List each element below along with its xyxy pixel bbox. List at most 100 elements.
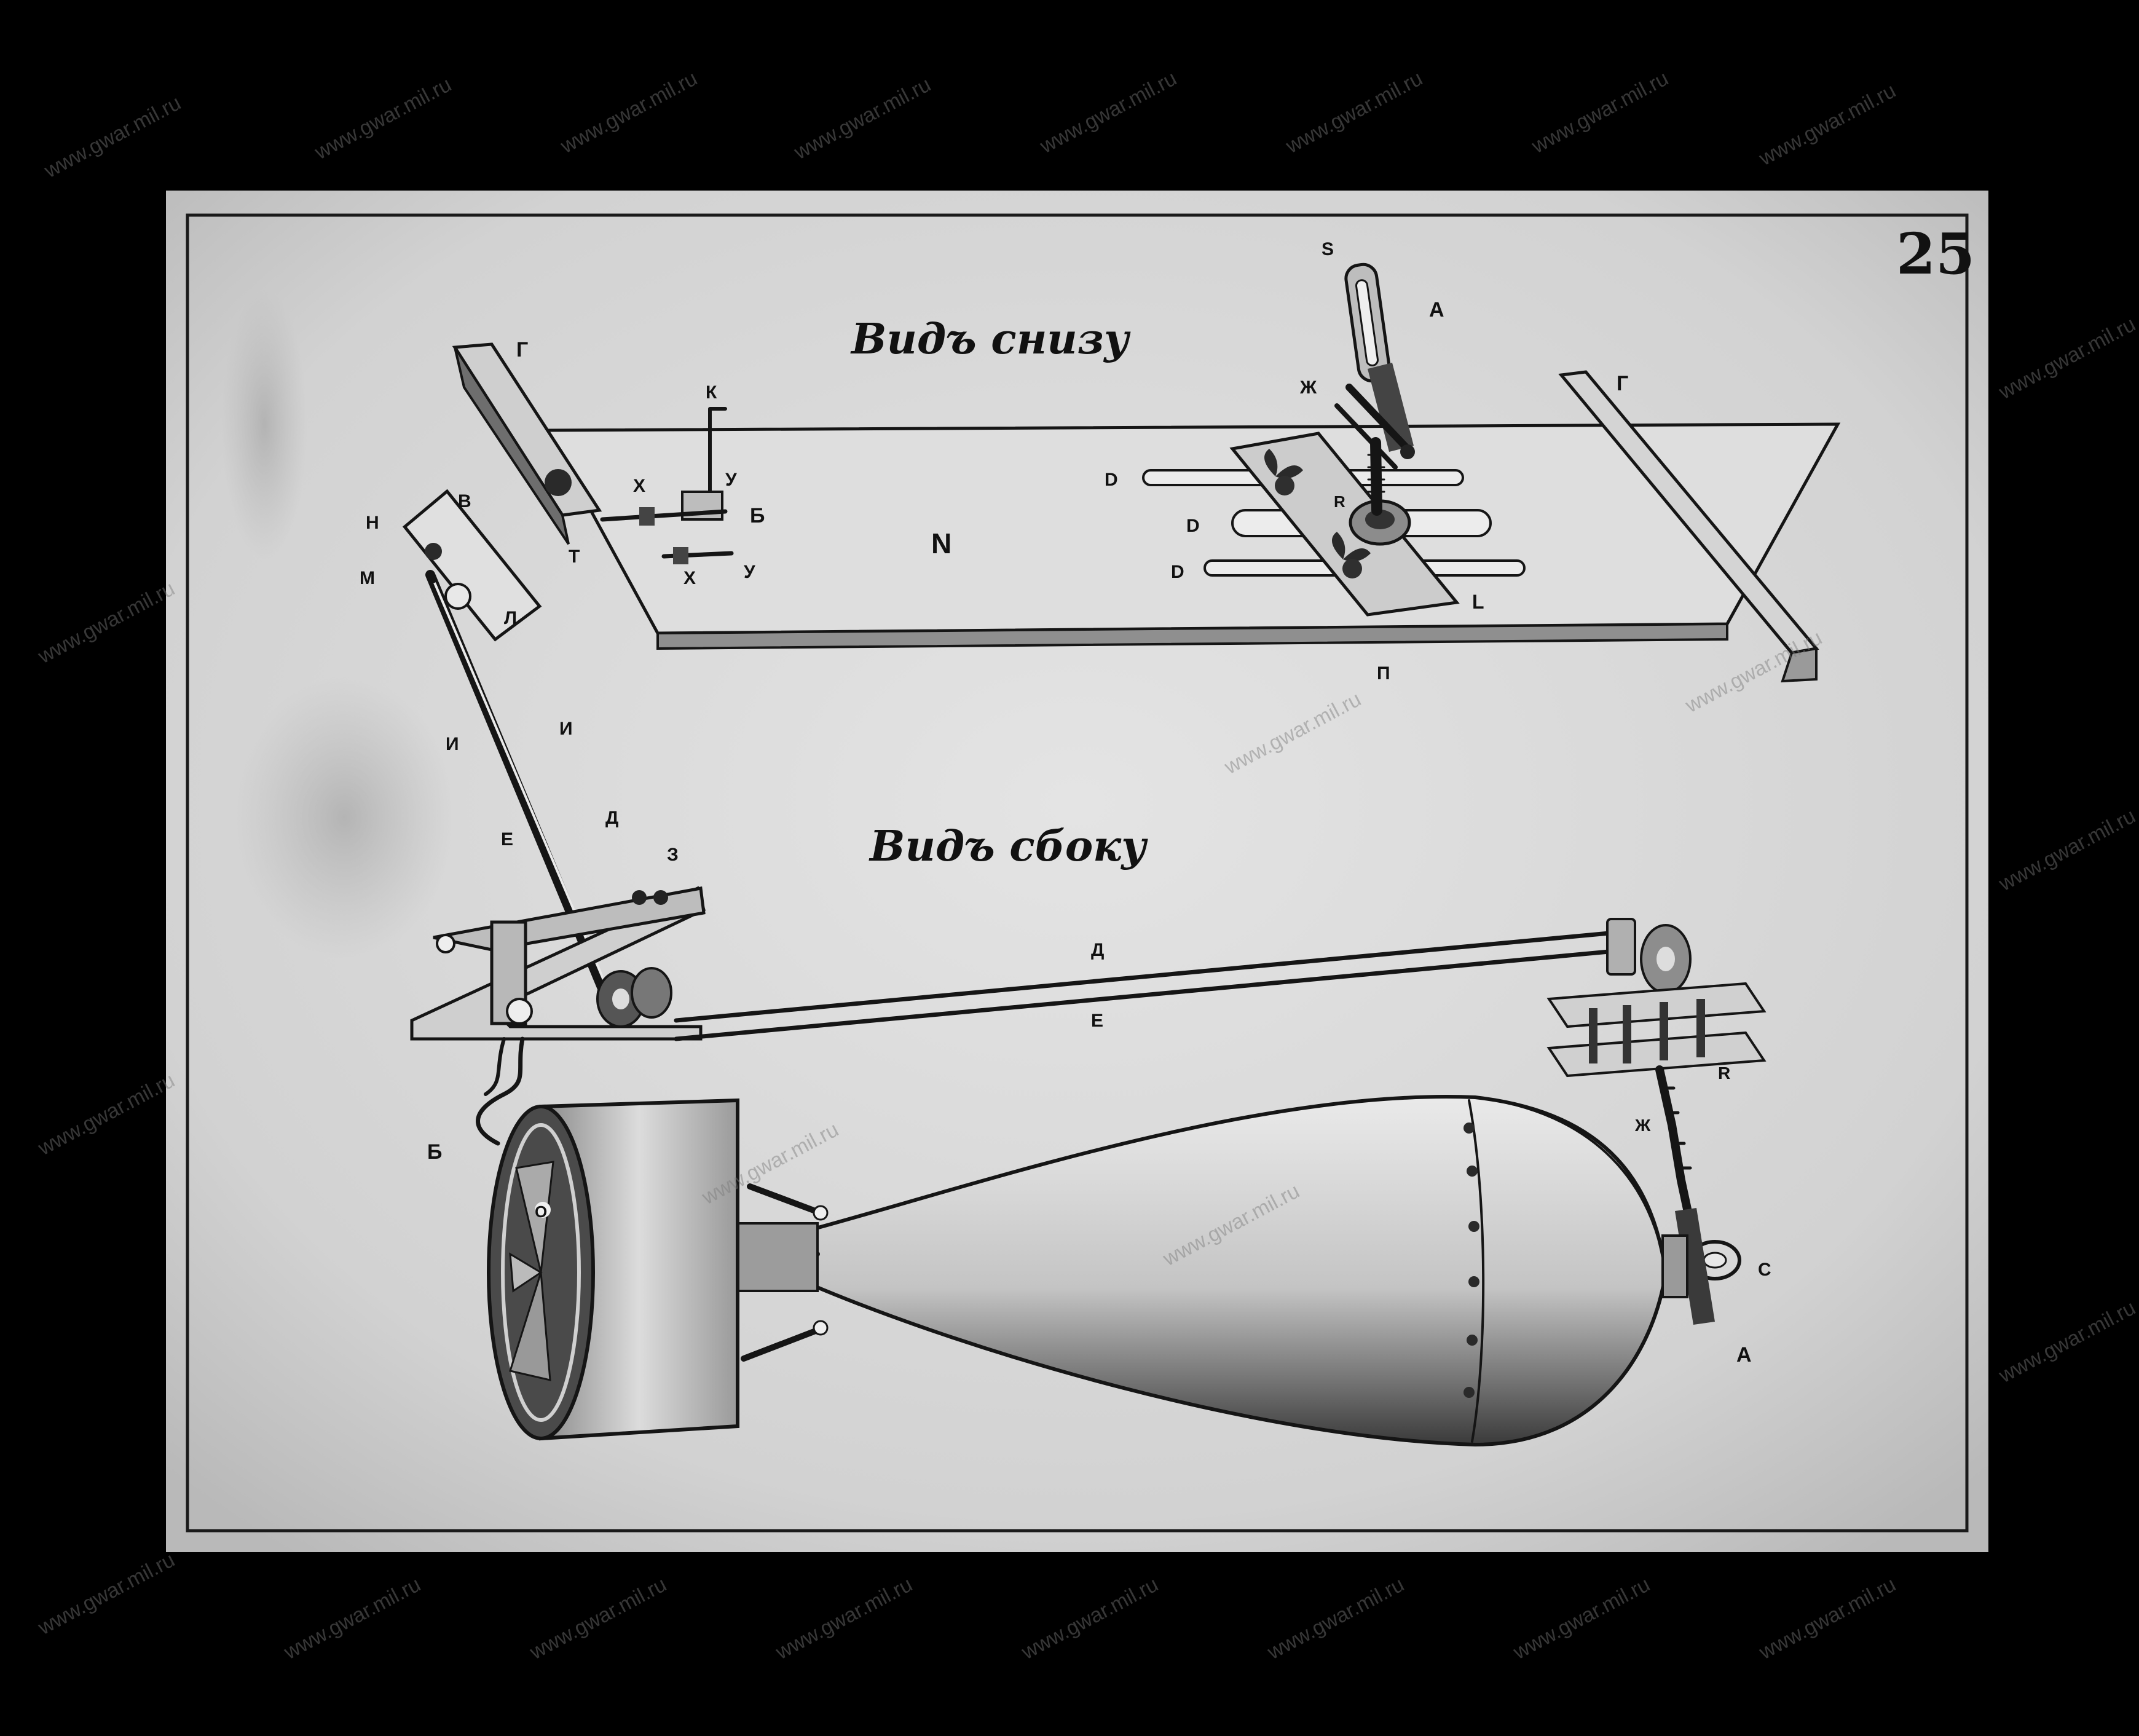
rivet-1	[1463, 1122, 1475, 1134]
label-t: Т	[569, 546, 580, 567]
link-zh	[1345, 384, 1411, 452]
label-m: М	[360, 568, 375, 588]
tail-fin-1	[515, 1161, 554, 1273]
water-stain	[234, 676, 455, 959]
rack-bracket-1	[1606, 918, 1636, 976]
watermark: www.gwar.mil.ru	[1527, 66, 1672, 158]
watermark: www.gwar.mil.ru	[1755, 1572, 1900, 1664]
watermark: www.gwar.mil.ru	[790, 73, 935, 164]
watermark: www.gwar.mil.ru	[1036, 66, 1181, 158]
bar-g-right-side	[1781, 647, 1818, 683]
label-e-upper: Е	[501, 829, 513, 850]
title-side-view: Видъ сбоку	[869, 822, 1148, 871]
watermark: www.gwar.mil.ru	[1755, 79, 1900, 170]
rack-upright-4	[1696, 999, 1705, 1057]
watermark: www.gwar.mil.ru	[34, 1068, 179, 1160]
rack-wheel-hub	[1656, 947, 1675, 971]
label-z: З	[667, 845, 679, 865]
watermark: www.gwar.mil.ru	[34, 577, 179, 668]
rivet-5	[1467, 1335, 1478, 1346]
rivet-4	[1468, 1276, 1479, 1287]
label-n-cyr: Н	[366, 513, 379, 533]
label-d-rod: Д	[1091, 940, 1104, 960]
hole-l	[444, 583, 471, 610]
watermark: www.gwar.mil.ru	[310, 73, 455, 164]
rack-upright-1	[1589, 1008, 1597, 1063]
tail-strut-lower	[741, 1325, 827, 1362]
wing-nut-lower	[1332, 532, 1371, 562]
pivot-lower	[506, 998, 533, 1025]
watermark: www.gwar.mil.ru	[1263, 1572, 1408, 1664]
tail-hub-o	[535, 1202, 551, 1218]
nut-lower-body	[1342, 559, 1362, 578]
link-zh-2	[1334, 403, 1398, 470]
side-view	[410, 886, 1767, 1447]
tail-stem	[724, 1222, 819, 1292]
plate-n-edge	[656, 622, 1728, 650]
label-d2: D	[1186, 516, 1200, 536]
nut-upper-body	[1275, 476, 1294, 495]
wing-nut-upper	[1264, 449, 1303, 479]
bar-g-left-side	[454, 346, 570, 545]
strut-bolt-1	[813, 1205, 829, 1221]
label-zh: Ж	[1299, 377, 1317, 398]
watermark: www.gwar.mil.ru	[526, 1572, 671, 1664]
watermark: www.gwar.mil.ru	[280, 1572, 425, 1664]
watermark: www.gwar.mil.ru	[556, 66, 701, 158]
side-view-labels: Е Д З Д Е Б О R Ж С А	[427, 808, 1771, 1367]
hanging-chain-zh	[1655, 1065, 1695, 1228]
watermark: www.gwar.mil.ru	[771, 1572, 916, 1664]
rack-upright-3	[1660, 1002, 1668, 1060]
watermark: www.gwar.mil.ru	[40, 91, 185, 183]
tail-strut-upper	[747, 1183, 827, 1217]
rod-d	[674, 929, 1631, 1023]
rivet-6	[1463, 1387, 1475, 1398]
watermark: www.gwar.mil.ru	[1509, 1572, 1654, 1664]
cable-b-hook	[484, 1037, 506, 1096]
pivot-z1	[632, 890, 647, 905]
bottom-view-labels: Г Г К Х У Б Т Х У N S А Ж D D D R L П В …	[360, 239, 1628, 754]
label-zh-side: Ж	[1634, 1116, 1651, 1135]
watermark: www.gwar.mil.ru	[1995, 1296, 2139, 1387]
watermark: www.gwar.mil.ru	[34, 1548, 179, 1639]
pivot-z2	[653, 890, 668, 905]
water-stain-upper	[221, 289, 307, 559]
rod-e	[674, 947, 1631, 1041]
label-a-side: А	[1736, 1343, 1752, 1367]
pin-x-upper	[600, 509, 728, 522]
strut-bolt-2	[813, 1320, 829, 1336]
label-g-right: Г	[1617, 372, 1628, 395]
pin-x-holder-upper	[639, 507, 655, 526]
rack-plate-bottom	[1546, 1031, 1767, 1078]
label-b-side: Б	[427, 1140, 442, 1164]
watermark: www.gwar.mil.ru	[1995, 804, 2139, 896]
cable-b	[476, 1036, 525, 1146]
pin-x-holder-lower	[673, 547, 688, 564]
rivet-3	[1468, 1221, 1479, 1232]
rack-upright-2	[1623, 1005, 1631, 1063]
lever-a	[1368, 363, 1414, 452]
label-s: S	[1322, 239, 1334, 259]
label-i2: И	[559, 719, 573, 739]
tail-fin-3	[509, 1252, 543, 1293]
label-i1: И	[446, 734, 459, 754]
crank-k	[708, 407, 727, 503]
bomb-seam	[1468, 1099, 1485, 1443]
hanging-chain-links	[1661, 1086, 1692, 1170]
label-p: П	[1377, 663, 1390, 684]
label-a: А	[1429, 298, 1444, 322]
tail-drum-rim	[501, 1123, 581, 1422]
screw-shaft	[1370, 437, 1382, 516]
sheet-text: 25 Видъ снизу Видъ сбоку	[850, 221, 1975, 871]
screw-thread	[1367, 454, 1385, 493]
label-r-side: R	[1718, 1063, 1730, 1083]
label-o: О	[535, 1202, 547, 1221]
rivet-2	[1467, 1166, 1478, 1177]
lever-s-slot	[1355, 279, 1379, 367]
label-l-cyr: Л	[504, 608, 517, 628]
tail-fin-2	[509, 1272, 551, 1381]
label-u-top: У	[725, 470, 737, 490]
drawing-border	[186, 213, 1969, 1533]
pulley-right	[631, 967, 672, 1019]
